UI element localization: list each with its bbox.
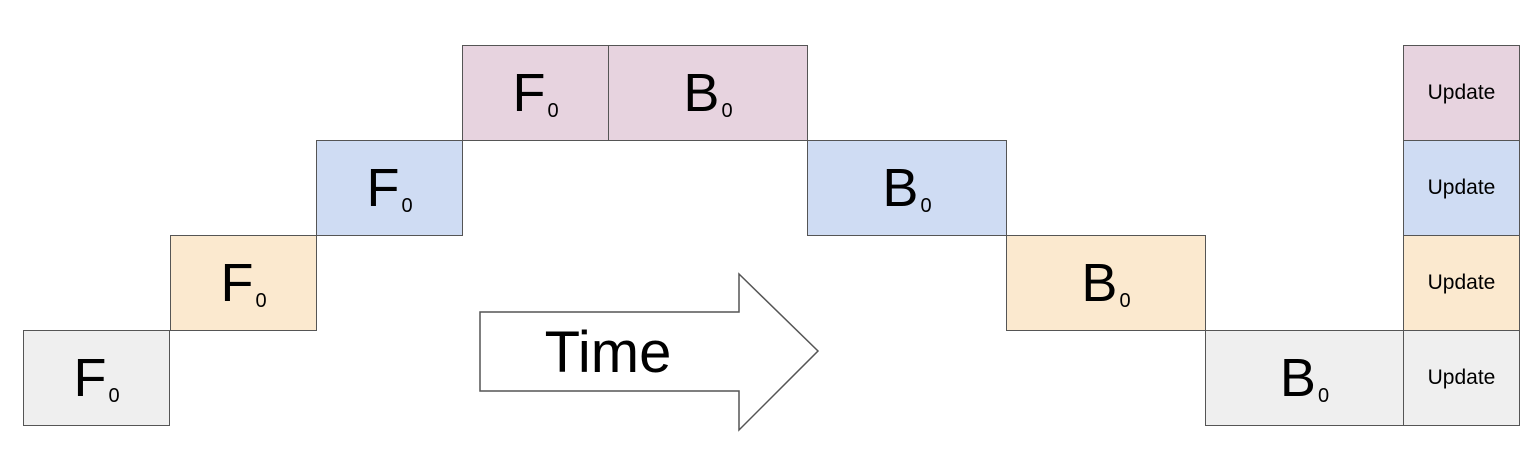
block-letter: F <box>366 158 400 218</box>
update-block-stage-2: Update <box>1403 140 1520 236</box>
block-subscript: 0 <box>547 100 559 122</box>
update-block-stage-1: Update <box>1403 45 1520 141</box>
block-subscript: 0 <box>1317 385 1330 407</box>
block-letter: B <box>882 158 919 218</box>
block-letter: B <box>1279 348 1316 408</box>
update-block-stage-4: Update <box>1403 330 1520 426</box>
right-arrow-icon <box>479 272 820 432</box>
update-label: Update <box>1427 176 1496 199</box>
block-subscript: 0 <box>920 195 932 217</box>
block-letter: B <box>683 63 720 123</box>
update-label: Update <box>1427 271 1496 294</box>
block-subscript: 0 <box>1119 290 1131 312</box>
block-subscript: 0 <box>401 195 413 217</box>
block-letter: F <box>512 63 546 123</box>
block-letter: F <box>73 348 107 408</box>
block-letter: B <box>1081 253 1118 313</box>
time-label: Time <box>544 319 672 385</box>
update-label: Update <box>1427 366 1496 389</box>
block-subscript: 0 <box>721 100 733 122</box>
block-letter: F <box>220 253 254 313</box>
block-subscript: 0 <box>108 385 120 407</box>
block-subscript: 0 <box>255 290 267 312</box>
update-block-stage-3: Update <box>1403 235 1520 331</box>
update-label: Update <box>1427 81 1496 104</box>
